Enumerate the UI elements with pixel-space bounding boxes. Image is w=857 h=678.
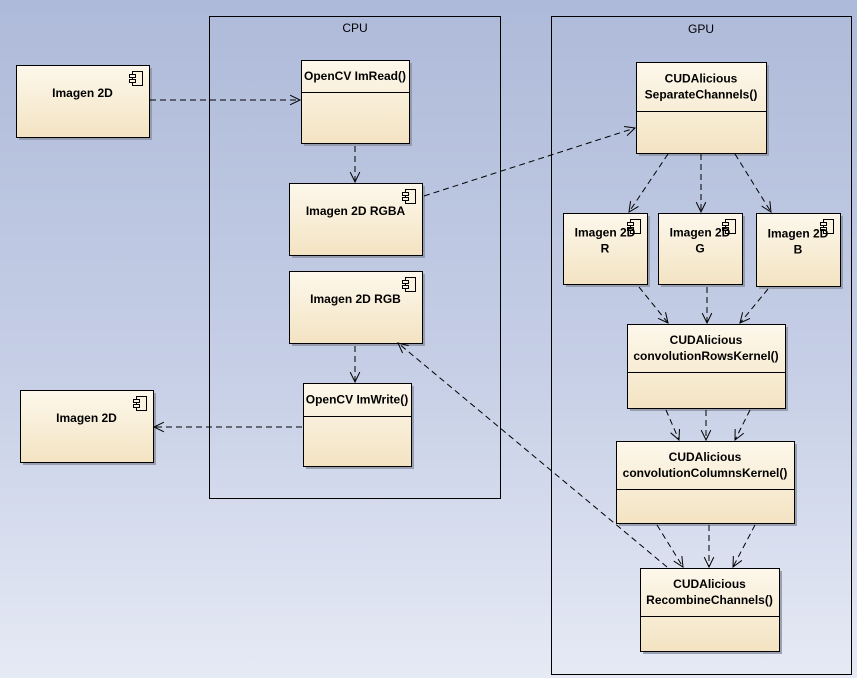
node-rgba[interactable]: Imagen 2D RGBA: [289, 183, 426, 259]
node-box: [16, 65, 150, 138]
arrowhead: [657, 312, 669, 324]
dependency-rows-to-cols-left: [665, 409, 680, 442]
arrowhead: [624, 125, 637, 136]
arrowhead: [700, 429, 712, 442]
arrowhead: [734, 428, 745, 442]
arrowhead: [289, 94, 302, 106]
node-label-line: Imagen 2D RGB: [310, 292, 401, 306]
node-label-line: convolutionRowsKernel(): [633, 349, 778, 363]
node-label-line: OpenCV ImWrite(): [306, 393, 408, 407]
component-icon: [820, 219, 834, 234]
node-label-line: G: [695, 242, 704, 256]
node-imwrite[interactable]: OpenCV ImWrite(): [303, 383, 415, 470]
arrowhead: [701, 312, 713, 325]
dependency-cols-to-recombine-left: [656, 524, 684, 568]
dependency-separate-to-b: [734, 153, 772, 213]
dependency-b-to-rows: [739, 288, 769, 324]
node-label-line: CUDAlicious: [665, 72, 738, 86]
node-box: [627, 324, 786, 409]
component-icon: [129, 71, 143, 86]
arrowhead: [397, 342, 409, 354]
cpu-frame-title: CPU: [342, 21, 367, 35]
arrowhead: [695, 201, 707, 214]
gpu-frame-title: GPU: [688, 22, 714, 36]
node-rows[interactable]: CUDAlicious convolutionRowsKernel(): [627, 324, 789, 412]
node-box: [289, 183, 423, 256]
arrowhead: [673, 556, 684, 568]
node-box: [563, 213, 648, 285]
dependency-cols-to-recombine-right: [732, 524, 756, 569]
node-label-line: convolutionColumnsKernel(): [623, 466, 788, 480]
node-chan-g[interactable]: Imagen 2D G: [658, 213, 746, 288]
node-label-line: Imagen 2D: [575, 226, 636, 240]
dependency-r-to-rows: [638, 286, 669, 324]
component-icon: [133, 396, 147, 411]
arrowhead: [349, 371, 361, 384]
dependency-rgb-to-imwrite: [349, 346, 361, 384]
arrowhead: [670, 428, 680, 442]
node-box: [289, 271, 423, 344]
dependency-separate-to-g: [695, 154, 707, 214]
dependency-g-to-rows: [701, 287, 713, 325]
node-input-image[interactable]: Imagen 2D: [16, 65, 153, 141]
node-label-line: Imagen 2D: [670, 226, 731, 240]
dependency-input-to-imread: [150, 94, 302, 106]
component-icon: [402, 189, 416, 204]
dependency-imwrite-to-output: [152, 421, 302, 433]
node-imread[interactable]: OpenCV ImRead(): [301, 60, 413, 147]
node-chan-r[interactable]: Imagen 2D R: [563, 213, 651, 288]
node-label-line: B: [794, 243, 803, 257]
node-box: [636, 62, 767, 154]
component-icon: [627, 219, 641, 234]
arrowhead: [739, 312, 751, 324]
node-cols[interactable]: CUDAlicious convolutionColumnsKernel(): [616, 441, 798, 527]
cpu-frame: CPU: [209, 16, 501, 499]
arrowhead: [732, 555, 743, 569]
dependency-cols-to-recombine-mid: [703, 525, 715, 569]
node-box: [640, 568, 780, 652]
node-label-line: Imagen 2D: [768, 227, 829, 241]
node-chan-b[interactable]: Imagen 2D B: [756, 213, 844, 290]
arrowhead: [761, 201, 772, 213]
node-label-line: CUDAlicious: [670, 333, 743, 347]
node-label-line: RecombineChannels(): [646, 593, 773, 607]
node-label-line: Imagen 2D RGBA: [306, 204, 406, 218]
node-box: [301, 60, 410, 144]
node-label-line: CUDAlicious: [673, 577, 746, 591]
node-label-line: Imagen 2D: [56, 411, 117, 425]
dependency-separate-to-r: [628, 153, 669, 213]
node-output-image[interactable]: Imagen 2D: [20, 390, 157, 466]
node-label-line: Imagen 2D: [52, 86, 113, 100]
dependency-rows-to-cols-right: [734, 409, 751, 442]
dependency-recombine-to-rgb: [397, 342, 668, 568]
arrowhead: [349, 171, 361, 184]
arrowhead: [703, 556, 715, 569]
dependency-imread-to-rgba: [349, 146, 361, 184]
node-box: [303, 383, 412, 467]
node-label-line: SeparateChannels(): [645, 88, 758, 102]
component-icon: [402, 277, 416, 292]
gpu-frame: GPU: [551, 16, 852, 675]
arrowhead: [152, 421, 165, 433]
node-label-line: CUDAlicious: [669, 450, 742, 464]
node-rgb[interactable]: Imagen 2D RGB: [289, 271, 426, 347]
dependency-rows-to-cols-mid: [700, 410, 712, 442]
dependency-rgba-to-separate: [423, 125, 637, 197]
node-label-line: OpenCV ImRead(): [304, 69, 406, 83]
node-box: [20, 390, 154, 463]
node-label-line: R: [601, 242, 610, 256]
component-icon: [722, 219, 736, 234]
node-box: [616, 441, 795, 524]
arrowhead: [628, 201, 639, 213]
